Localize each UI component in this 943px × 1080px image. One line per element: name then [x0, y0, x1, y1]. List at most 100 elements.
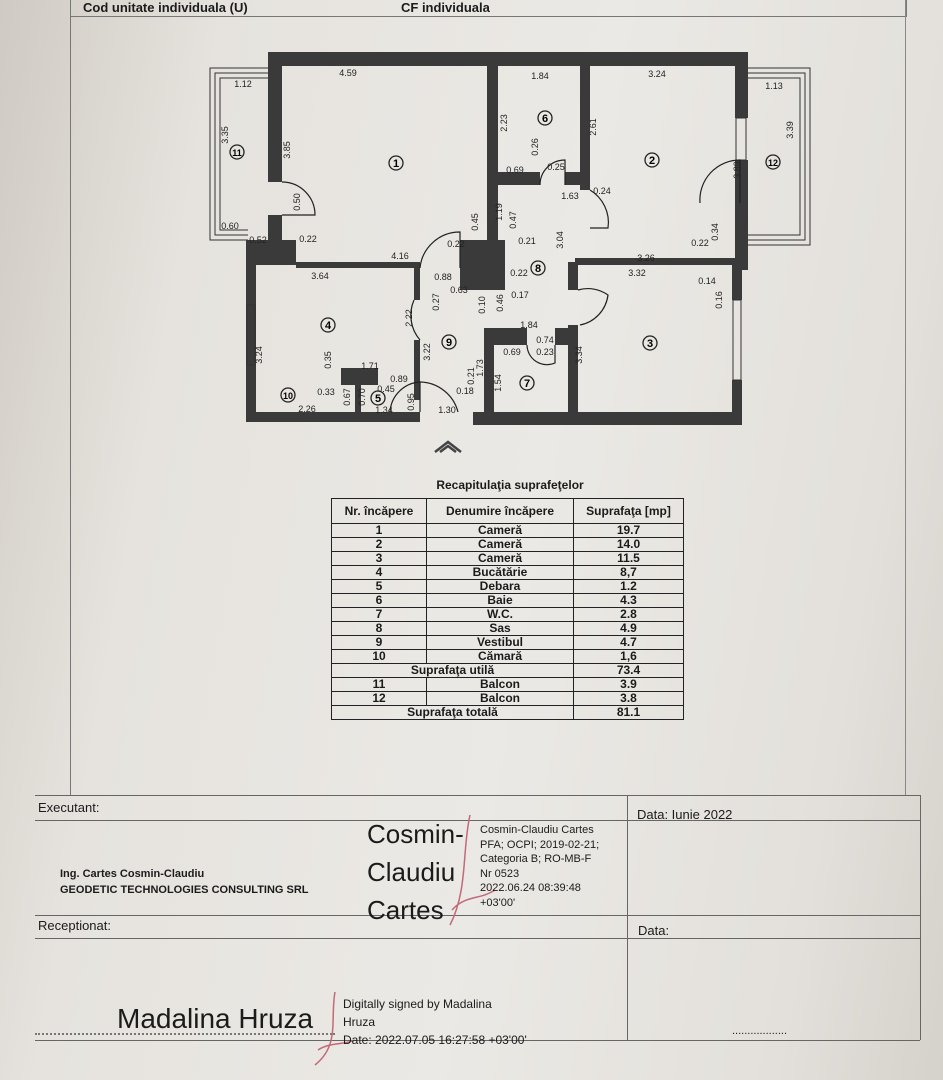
door-arc	[699, 159, 741, 204]
detail-line: 2022.06.24 08:39:48	[480, 882, 581, 894]
dimension-label: 0.50	[292, 193, 302, 211]
svg-text:3: 3	[647, 338, 653, 350]
dimension-label: 1.12	[234, 79, 252, 89]
room-number: 3	[642, 335, 658, 351]
wall	[575, 258, 735, 265]
table-cell: 3	[331, 551, 427, 566]
room-number: 9	[441, 334, 457, 350]
svg-text:10: 10	[283, 391, 293, 401]
table-cell: W.C.	[426, 607, 574, 622]
dimension-label: 0.22	[691, 238, 709, 248]
table-cell: 5	[331, 579, 427, 594]
dimension-label: 3.24	[254, 346, 264, 364]
dimension-label: 0.22	[510, 268, 528, 278]
signature-mark-icon	[314, 991, 356, 1066]
table-cell: Vestibul	[426, 635, 574, 650]
dimension-label: 3.26	[637, 253, 655, 263]
wall	[498, 172, 540, 185]
date-label: Data: Iunie 2022	[637, 807, 733, 822]
wall	[732, 380, 742, 425]
table-cell: Suprafaţa totală	[331, 705, 574, 720]
dimension-label: 0.34	[710, 223, 720, 241]
dimension-label: 0.45	[470, 213, 480, 231]
dimension-label: 3.32	[628, 268, 646, 278]
room-number: 8	[530, 260, 546, 276]
dimension-label: 0.69	[506, 165, 524, 175]
dimension-label: 3.64	[311, 271, 329, 281]
room-number: 7	[519, 375, 535, 391]
door-arc	[281, 181, 316, 216]
dimension-label: 1.19	[494, 203, 504, 221]
dimension-label: 0.45	[377, 384, 395, 394]
dimension-label: 0.46	[495, 294, 505, 312]
dimension-label: 0.27	[431, 293, 441, 311]
wall	[555, 328, 568, 345]
door-arc	[389, 381, 421, 413]
door-arc	[526, 344, 556, 366]
signer-name-line: Claudiu	[367, 857, 456, 887]
table-cell: Cameră	[426, 537, 574, 552]
dimension-label: 1.73	[475, 359, 485, 377]
dimension-label: 1.30	[438, 405, 456, 415]
signer-name: Cosmin- Claudiu Cartes	[367, 815, 464, 929]
chevron-up-icon	[434, 440, 462, 453]
wall	[296, 262, 420, 268]
table-cell: Suprafaţa utilă	[331, 663, 574, 678]
table-cell: 19.7	[573, 523, 684, 538]
svg-text:6: 6	[542, 113, 548, 125]
table-cell: 2.8	[573, 607, 684, 622]
door-arc	[589, 189, 609, 229]
door-arc	[410, 299, 421, 341]
table-cell: 1.2	[573, 579, 684, 594]
wall	[355, 380, 361, 420]
door-arc	[419, 231, 461, 269]
table-cell: 7	[331, 607, 427, 622]
table-cell: 8	[331, 621, 427, 636]
detail-line: Date: 2022.07.05 16:27:58 +03'00'	[343, 1033, 527, 1047]
table-cell: 81.1	[573, 705, 684, 720]
cod-label: Cod unitate individuala (U)	[83, 0, 248, 15]
table-cell: 11.5	[573, 551, 684, 566]
wall	[341, 368, 378, 385]
dimension-label: 0.22	[299, 234, 317, 244]
wall	[565, 172, 590, 185]
area-summary-table: Nr. încăpere Denumire încăpere Suprafaţa…	[331, 498, 684, 720]
engineer-name: Ing. Cartes Cosmin-Claudiu	[60, 868, 205, 880]
wall	[735, 52, 748, 118]
dimension-label: 1.71	[361, 361, 379, 371]
room-number: 10	[280, 387, 296, 403]
receiver-details: Digitally signed by Madalina Hruza Date:…	[343, 995, 527, 1049]
svg-text:7: 7	[524, 378, 530, 390]
dimension-label: 2.22	[404, 309, 414, 327]
room-number: 6	[537, 110, 553, 126]
dimension-label: 2.23	[499, 114, 509, 132]
signature-block: Executant: Data: Iunie 2022 Ing. Cartes …	[35, 795, 921, 1066]
dimension-label: 0.67	[342, 388, 352, 406]
date-dotted-line: ..................	[732, 1025, 788, 1037]
dimension-label: 1.84	[520, 320, 538, 330]
detail-line: Hruza	[343, 1015, 376, 1029]
table-cell: Cameră	[426, 523, 574, 538]
company-name: GEODETIC TECHNOLOGIES CONSULTING SRL	[60, 884, 309, 896]
date2-label: Data:	[638, 923, 670, 938]
receptionat-label: Receptionat:	[38, 918, 111, 933]
detail-line: Digitally signed by Madalina	[343, 997, 492, 1011]
walls	[246, 52, 748, 425]
wall	[414, 340, 420, 400]
dimension-label: 2.61	[588, 118, 598, 136]
dimension-label: 2.26	[298, 404, 316, 414]
balcony-11-outline	[209, 67, 268, 241]
dimension-label: 3.04	[555, 231, 565, 249]
table-cell: 3.9	[573, 677, 684, 692]
window-room-3	[732, 299, 742, 381]
dimension-label: 0.21	[518, 236, 536, 246]
table-cell: 4	[331, 565, 427, 580]
